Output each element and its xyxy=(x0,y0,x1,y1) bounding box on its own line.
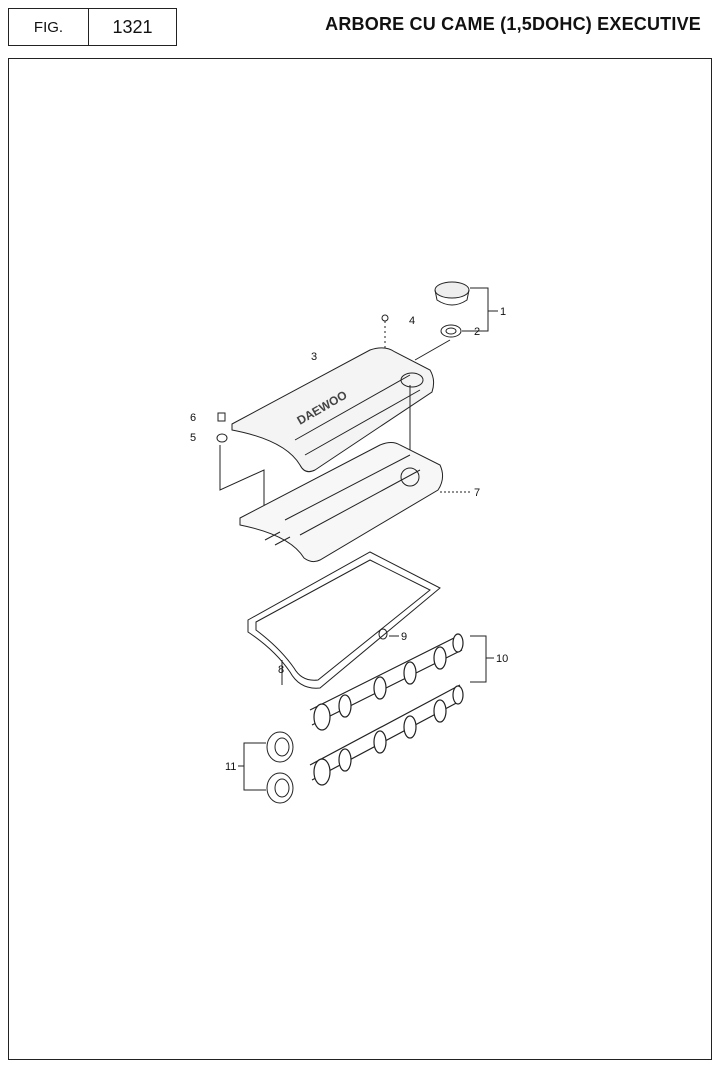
camshaft-exhaust xyxy=(309,684,464,786)
camshaft-oil-seal xyxy=(266,731,294,763)
callout-6: 6 xyxy=(190,412,196,424)
callout-2: 2 xyxy=(474,326,480,338)
grommet-nut xyxy=(217,412,226,422)
callout-bracket-11 xyxy=(238,742,266,791)
callout-8: 8 xyxy=(278,664,284,676)
callout-bracket-10 xyxy=(470,635,494,683)
cap-seal-ring xyxy=(440,324,462,338)
callout-9: 9 xyxy=(401,631,407,643)
engine-cover: DAEWOO xyxy=(231,347,435,473)
callout-5: 5 xyxy=(190,432,196,444)
washer xyxy=(216,433,228,443)
callout-3: 3 xyxy=(311,351,317,363)
callout-1: 1 xyxy=(500,306,506,318)
callout-11: 11 xyxy=(225,761,236,773)
fig-number: 1321 xyxy=(112,16,153,37)
callout-7: 7 xyxy=(474,487,480,499)
figure-number-box: FIG. 1321 xyxy=(8,8,177,46)
valve-cover-gasket xyxy=(247,551,441,689)
diagram-frame xyxy=(8,58,712,1060)
oil-filler-cap xyxy=(434,281,470,306)
callout-bracket-1 xyxy=(462,287,498,332)
leader-line xyxy=(219,445,265,505)
seal-plug xyxy=(378,628,388,640)
callout-4: 4 xyxy=(409,315,415,327)
page-title: ARBORE CU CAME (1,5DOHC) EXECUTIVE xyxy=(325,14,701,34)
bolt xyxy=(381,314,389,355)
camshaft-oil-seal xyxy=(266,772,294,804)
fig-label: FIG. xyxy=(9,9,89,45)
callout-10: 10 xyxy=(496,653,508,665)
camshaft-intake xyxy=(309,633,464,731)
leader-line xyxy=(414,339,451,361)
cylinder-head-cover xyxy=(239,442,444,563)
